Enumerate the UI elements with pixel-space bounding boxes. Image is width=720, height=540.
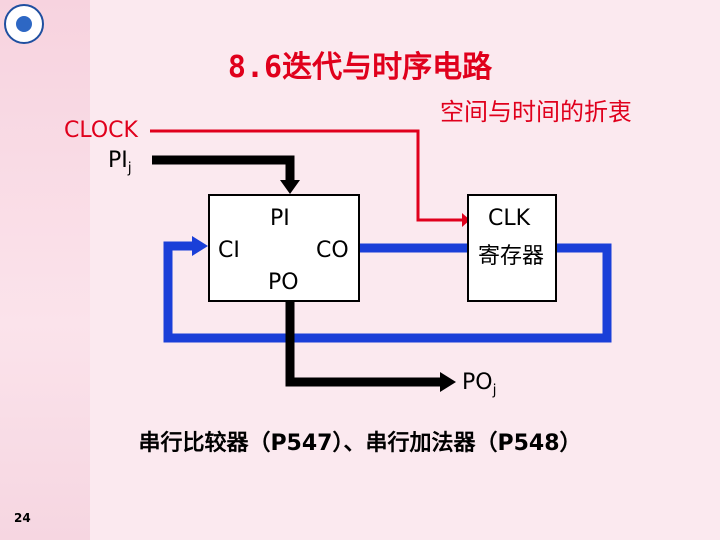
ci-label: CI [218,238,240,263]
clock-arrow [462,213,470,227]
po-arrow [440,372,456,392]
iterative-cell-box [208,194,360,302]
pij-line [152,155,295,180]
clk-label: CLK [488,206,531,231]
po-label: PO [268,270,299,295]
background-decoration [0,0,90,540]
pij-arrow [280,180,300,194]
reference-text: 串行比较器（P547）、串行加法器（P548） [138,431,582,456]
slide-title: 8.6迭代与时序电路 [227,50,493,85]
page-number: 24 [14,511,31,525]
pij-label: PIj [108,148,132,177]
poj-label: POj [462,370,497,399]
pi-label: PI [270,206,290,231]
university-logo [4,4,44,44]
slide-subtitle: 空间与时间的折衷 [440,98,632,126]
clock-line [150,129,462,222]
clock-label: CLOCK [64,118,138,143]
register-box [467,194,557,302]
co-label: CO [316,238,349,263]
po-line [285,302,440,387]
register-feedback-line [163,241,612,343]
register-label: 寄存器 [478,244,545,269]
ci-arrow [192,236,208,256]
